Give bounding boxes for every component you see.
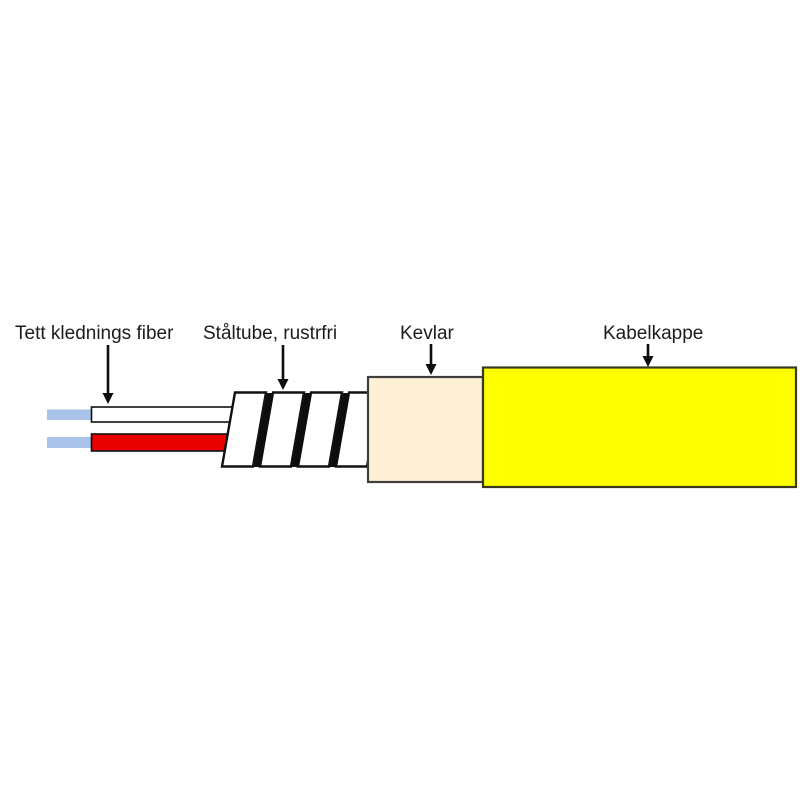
buffered-fiber-red [90,433,246,452]
steel-tube-segment [220,391,268,468]
steel-tube-groove [291,394,312,466]
cable-jacket [481,366,798,489]
steel-tube-groove [329,394,350,466]
buffered-fiber-white [90,406,246,423]
label-kabelkappe: Kabelkappe [603,323,704,344]
label-tett-klednings-fiber: Tett klednings fiber [15,323,174,344]
arrow-staltube [277,345,289,390]
label-staltube-rustrfri: Ståltube, rustrfri [203,323,338,344]
arrow-kabelkappe [642,344,654,367]
arrow-kevlar [425,344,437,375]
arrow-tett-fiber [102,345,114,404]
steel-tube-groove [253,394,274,466]
bare-fiber-top [47,409,93,420]
bare-fiber-bottom [47,437,93,448]
label-kevlar: Kevlar [400,323,454,344]
kevlar-layer [366,375,485,484]
